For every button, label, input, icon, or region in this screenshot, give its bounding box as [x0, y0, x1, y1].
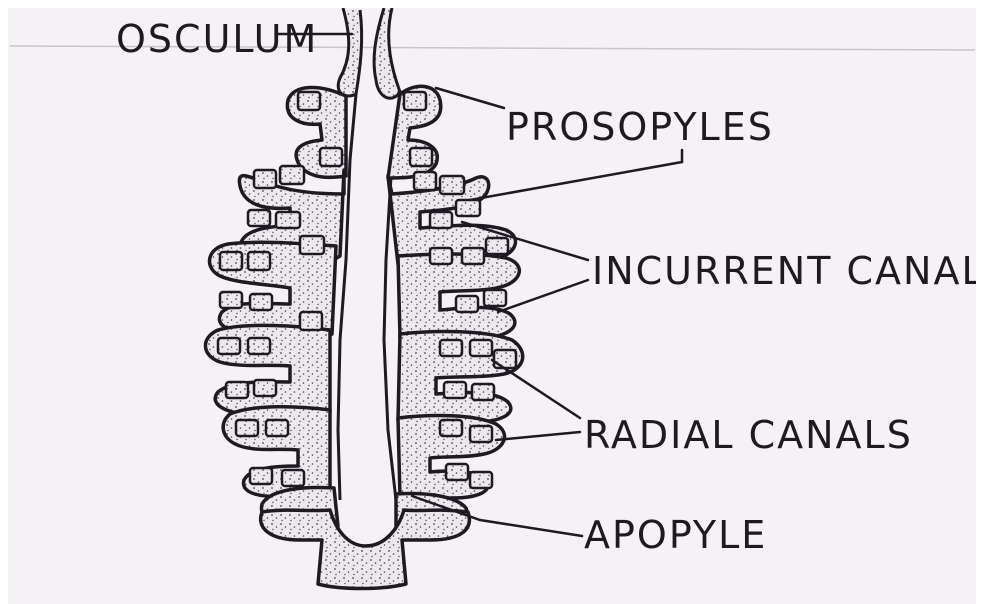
diagram-page: OSCULUM PROSOPYLES INCURRENT CANALS RADI…: [0, 0, 982, 604]
sheet-edge: [0, 0, 982, 604]
